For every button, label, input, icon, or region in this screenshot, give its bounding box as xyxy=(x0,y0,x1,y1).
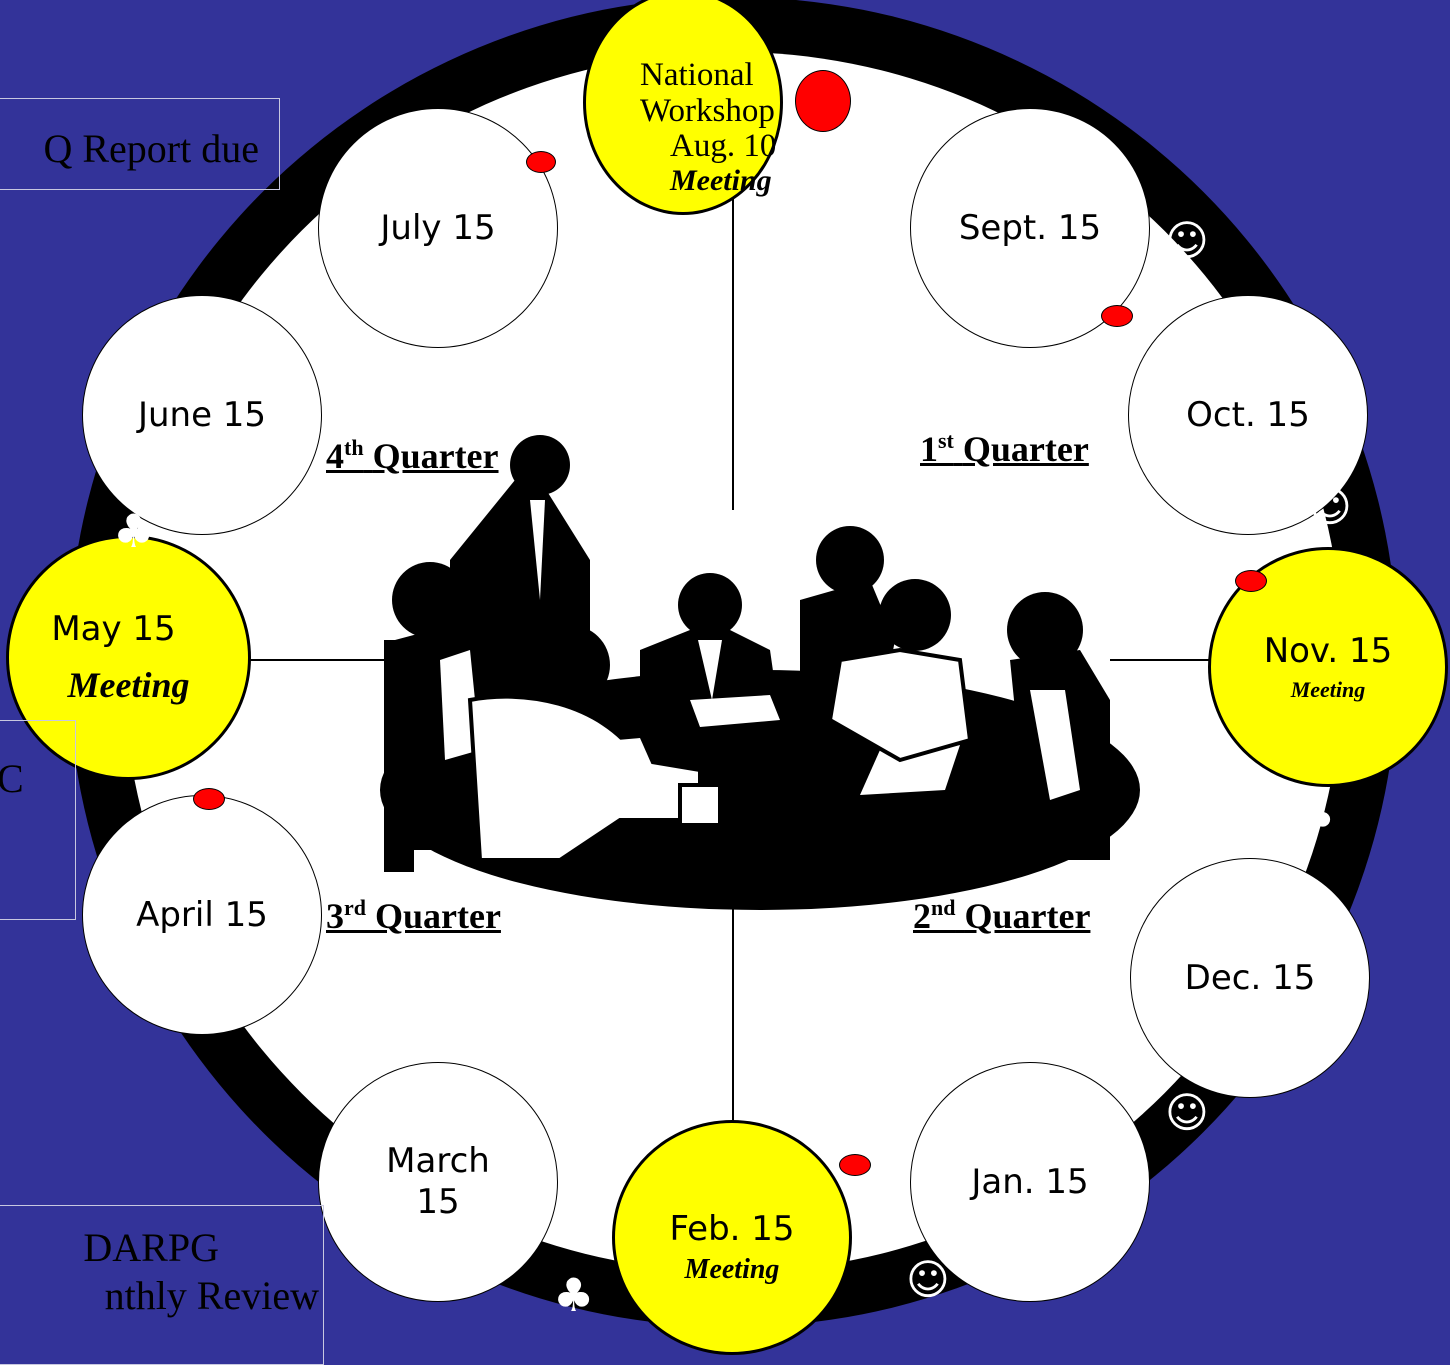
q2-sup: nd xyxy=(931,895,956,920)
national-meeting: Meeting xyxy=(670,163,772,197)
club-icon: ♣ xyxy=(1294,788,1336,842)
club-icon: ♣ xyxy=(553,1268,595,1322)
label-jan: Jan. 15 xyxy=(971,1161,1089,1202)
national-line2: Workshop xyxy=(640,92,775,129)
national-line1: National xyxy=(640,57,754,93)
smiley-icon: ☺ xyxy=(1165,1088,1209,1137)
label-sept: Sept. 15 xyxy=(958,207,1102,248)
smiley-icon: ☺ xyxy=(1165,216,1209,265)
nov-meeting: Meeting xyxy=(1290,677,1366,703)
label-feb: Feb. 15 xyxy=(669,1209,795,1250)
meeting-table-illustration xyxy=(380,435,1140,910)
darpg-box: DARPG nthly Review xyxy=(0,1205,324,1365)
node-july: July 15 xyxy=(318,108,558,348)
darpg-line2: nthly Review xyxy=(104,1273,319,1318)
label-may: May 15 xyxy=(51,609,176,650)
red-dot-marker xyxy=(839,1154,871,1176)
q3-num: 3 xyxy=(326,896,344,936)
q4-word: Quarter xyxy=(372,436,499,476)
node-feb: Feb. 15 Meeting xyxy=(612,1120,852,1355)
smiley-icon: ☺ xyxy=(906,1255,950,1304)
q2-word: Quarter xyxy=(964,896,1091,936)
label-april: April 15 xyxy=(136,894,268,935)
left-partial-text: C xyxy=(0,756,24,801)
national-line3: Aug. 10 xyxy=(670,128,777,165)
q3-sup: rd xyxy=(344,895,366,920)
node-oct: Oct. 15 xyxy=(1128,295,1368,535)
label-march-1: March xyxy=(386,1141,490,1182)
red-dot-marker xyxy=(1101,305,1133,327)
q3-word: Quarter xyxy=(375,896,501,936)
q1-word: Quarter xyxy=(962,429,1089,469)
node-dec: Dec. 15 xyxy=(1130,858,1370,1098)
node-jan: Jan. 15 xyxy=(910,1062,1150,1302)
quarter-3-label: 3rd Quarter xyxy=(326,895,501,937)
red-dot-marker xyxy=(795,70,851,132)
report-due-text: Q Report due xyxy=(43,126,259,171)
quarter-2-label: 2nd Quarter xyxy=(913,895,1090,937)
label-march-2: 15 xyxy=(416,1182,460,1222)
label-nov: Nov. 15 xyxy=(1263,630,1393,671)
red-dot-marker xyxy=(526,151,556,173)
quarter-1-label: 1st Quarter xyxy=(920,428,1089,470)
node-may: May 15 Meeting xyxy=(6,535,251,780)
q1-num: 1 xyxy=(920,429,938,469)
label-july: July 15 xyxy=(380,207,496,248)
node-national-workshop xyxy=(583,0,783,215)
label-june: June 15 xyxy=(137,394,267,435)
q4-num: 4 xyxy=(326,436,344,476)
q2-num: 2 xyxy=(913,896,931,936)
q1-sup: st xyxy=(938,428,954,453)
q4-sup: th xyxy=(344,435,364,460)
may-meeting: Meeting xyxy=(67,664,190,705)
label-dec: Dec. 15 xyxy=(1184,957,1316,998)
left-partial-box: C xyxy=(0,720,76,920)
red-dot-marker xyxy=(193,788,225,810)
label-oct: Oct. 15 xyxy=(1186,394,1310,435)
node-march: March 15 xyxy=(318,1062,558,1302)
node-june: June 15 xyxy=(82,295,322,535)
darpg-line1: DARPG xyxy=(83,1225,219,1270)
feb-meeting: Meeting xyxy=(684,1253,780,1285)
report-due-box: Q Report due xyxy=(0,98,280,190)
node-april: April 15 xyxy=(82,795,322,1035)
club-icon: ♣ xyxy=(113,504,155,558)
national-workshop-text: National Workshop Aug. 10 Meeting xyxy=(584,6,784,197)
quarter-4-label: 4th Quarter xyxy=(326,435,499,477)
red-dot-marker xyxy=(1235,570,1267,592)
smiley-icon: ☺ xyxy=(1308,482,1352,531)
